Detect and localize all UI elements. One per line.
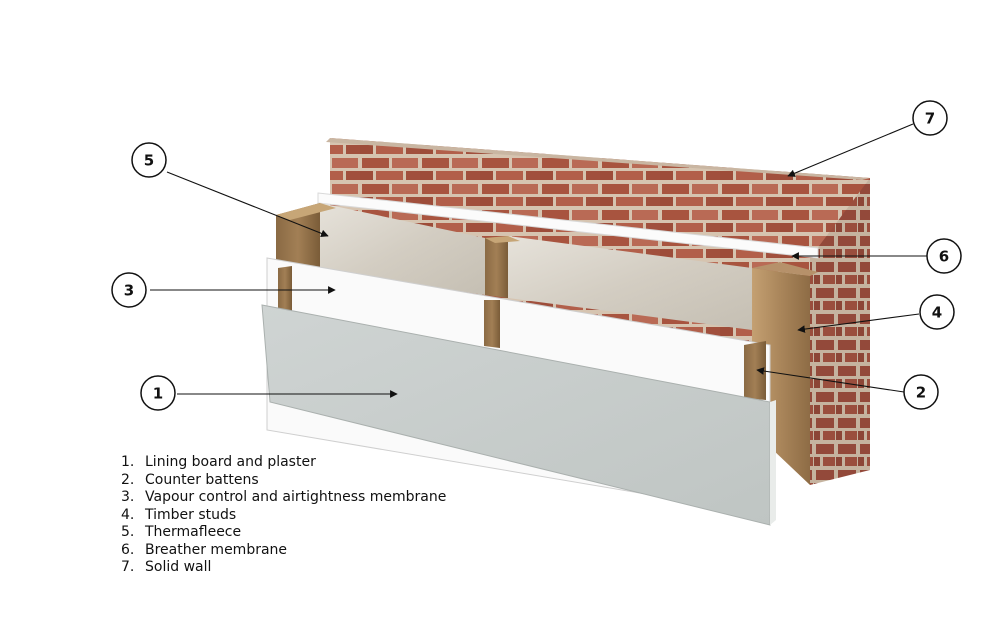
legend-number: 1. (121, 454, 135, 470)
callout-number: 2 (916, 384, 926, 402)
legend-label: Breather membrane (145, 541, 288, 558)
legend-number: 2. (121, 471, 135, 488)
counter-battens (278, 266, 766, 400)
legend-item-3: 3. Vapour control and airtightness membra… (121, 489, 446, 507)
legend-number: 3. (121, 489, 135, 505)
legend-label: Lining board and plaster (145, 454, 316, 470)
legend-number: 5. (121, 524, 135, 540)
leader-line-4 (797, 313, 920, 333)
callout-circle (926, 238, 962, 274)
callout-circle (912, 100, 948, 136)
thermafleece-panel-right (508, 236, 752, 330)
callout-number: 6 (939, 248, 949, 266)
legend-item-4: 4. Timber studs (121, 507, 446, 525)
legend-label: Counter battens (145, 471, 259, 488)
callout-1: 1 (140, 375, 176, 411)
callout-5: 5 (131, 142, 167, 178)
leader-line-2 (756, 367, 905, 393)
legend-label: Thermafleece (145, 524, 242, 540)
callout-circle (903, 374, 939, 410)
callout-number: 5 (144, 152, 154, 170)
legend-label: Vapour control and airtightness membrane (145, 489, 447, 505)
legend-item-5: 5. Thermafleece (121, 524, 446, 542)
callout-number: 7 (925, 110, 935, 128)
breather-membrane (317, 192, 819, 259)
legend-number: 6. (121, 541, 135, 558)
callout-7: 7 (912, 100, 948, 136)
callout-circle (131, 142, 167, 178)
legend-item-1: 1. Lining board and plaster (121, 454, 446, 472)
legend-list: 1. Lining board and plaster 2. Counter bat… (121, 454, 446, 577)
callout-circle (111, 272, 147, 308)
callout-6: 6 (926, 238, 962, 274)
callout-circle (919, 294, 955, 330)
leader-line-7 (787, 123, 914, 177)
leader-line-5 (166, 171, 329, 238)
callout-4: 4 (919, 294, 955, 330)
callout-2: 2 (903, 374, 939, 410)
callout-3: 3 (111, 272, 147, 308)
legend-label: Solid wall (145, 559, 212, 575)
legend-item-7: 7. Solid wall (121, 559, 446, 577)
callout-circle (140, 375, 176, 411)
legend-item-6: 6. Breather membrane (121, 542, 446, 560)
legend-number: 7. (121, 559, 135, 575)
legend-number: 4. (121, 506, 135, 523)
callout-number: 3 (124, 282, 134, 300)
callout-number: 1 (153, 385, 163, 403)
legend-label: Timber studs (145, 506, 237, 523)
thermafleece-panel-left (320, 203, 485, 295)
callout-number: 4 (932, 304, 942, 322)
legend-item-2: 2. Counter battens (121, 472, 446, 490)
leader-lines (150, 123, 927, 398)
